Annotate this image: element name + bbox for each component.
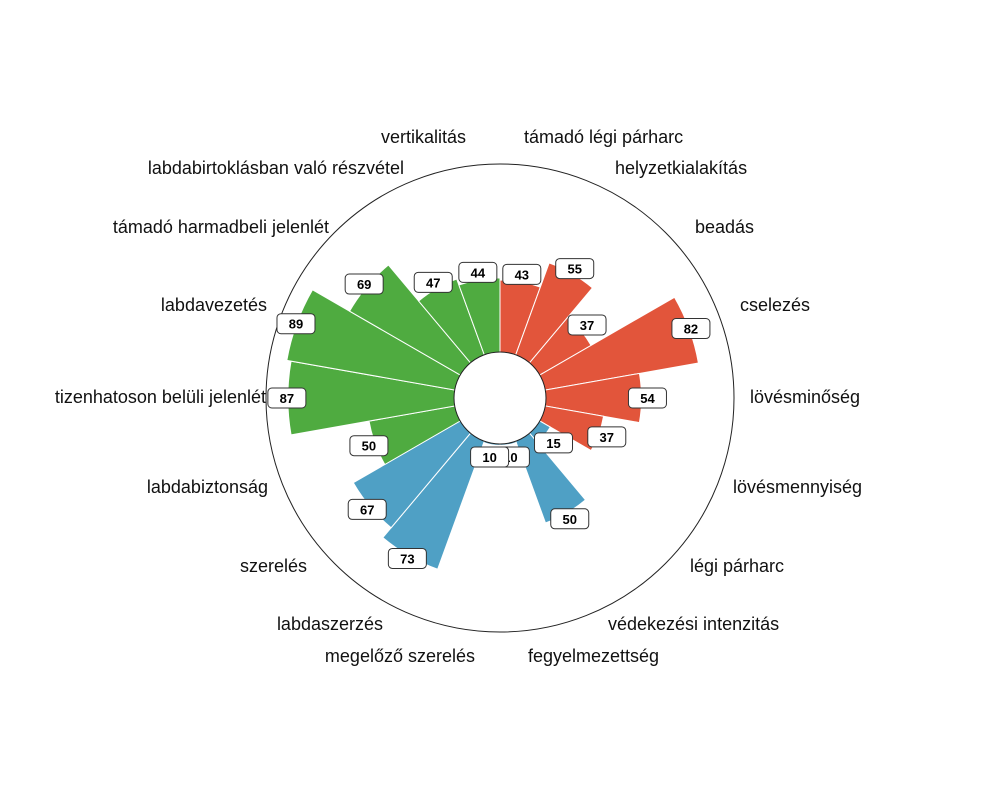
value-label-box	[458, 261, 498, 283]
value-label: 55	[555, 258, 595, 280]
value-label-box	[550, 508, 590, 530]
value-label-text: 37	[600, 430, 614, 445]
value-label: 69	[344, 273, 384, 295]
value-label: 82	[671, 318, 711, 340]
value-label: 50	[550, 508, 590, 530]
category-label: cselezés	[740, 295, 810, 315]
value-label: 10	[470, 446, 510, 468]
value-label-text: 10	[482, 450, 496, 465]
value-label-box	[470, 446, 510, 468]
category-label: labdabiztonság	[147, 477, 268, 497]
category-label: védekezési intenzitás	[608, 614, 779, 634]
value-label-text: 15	[546, 436, 560, 451]
value-label-text: 89	[289, 317, 303, 332]
value-label-box	[671, 318, 711, 340]
category-label: vertikalitás	[381, 127, 466, 147]
value-label-box	[347, 498, 387, 520]
category-label: megelőző szerelés	[325, 646, 475, 666]
category-label: szerelés	[240, 556, 307, 576]
value-label-text: 55	[567, 262, 581, 277]
value-label-box	[555, 258, 595, 280]
value-label-box	[502, 263, 542, 285]
value-label: 87	[267, 387, 307, 409]
value-label-box	[413, 271, 453, 293]
category-label: helyzetkialakítás	[615, 158, 747, 178]
value-label-text: 43	[515, 267, 529, 282]
value-label-text: 44	[471, 265, 486, 280]
value-label-box	[267, 387, 307, 409]
value-label-text: 47	[426, 275, 440, 290]
category-label: labdabirtoklásban való részvétel	[148, 158, 404, 178]
value-label: 37	[567, 314, 607, 336]
value-label: 43	[502, 263, 542, 285]
category-label: légi párharc	[690, 556, 784, 576]
outer-ring	[265, 163, 735, 633]
value-label: 44	[458, 261, 498, 283]
value-label-text: 37	[580, 318, 594, 333]
value-label-box	[276, 313, 316, 335]
value-label: 47	[413, 271, 453, 293]
value-label: 73	[387, 547, 427, 569]
value-label-text: 73	[400, 551, 414, 566]
value-label-text: 82	[684, 322, 698, 337]
value-label-text: 69	[357, 277, 371, 292]
value-label-box	[349, 435, 389, 457]
value-label-text: 54	[640, 391, 655, 406]
value-label-box	[587, 426, 627, 448]
value-label-text: 50	[563, 512, 577, 527]
value-label-box	[534, 432, 574, 454]
value-label: 89	[276, 313, 316, 335]
value-label: 67	[347, 498, 387, 520]
category-label: támadó légi párharc	[524, 127, 683, 147]
value-label: 37	[587, 426, 627, 448]
value-label-text: 50	[362, 439, 376, 454]
value-label: 15	[534, 432, 574, 454]
category-label: beadás	[695, 217, 754, 237]
value-label-text: 67	[360, 502, 374, 517]
category-label: tizenhatoson belüli jelenlét	[55, 387, 266, 407]
value-label-box	[627, 387, 667, 409]
value-label-text: 87	[280, 391, 294, 406]
value-label-box	[387, 547, 427, 569]
category-label: labdaszerzés	[277, 614, 383, 634]
category-label: támadó harmadbeli jelenlét	[113, 217, 329, 237]
category-label: labdavezetés	[161, 295, 267, 315]
category-label: lövésminőség	[750, 387, 860, 407]
category-label: fegyelmezettség	[528, 646, 659, 666]
value-label: 54	[627, 387, 667, 409]
value-label-box	[344, 273, 384, 295]
category-label: lövésmennyiség	[733, 477, 862, 497]
center-hole	[453, 351, 547, 445]
value-label: 50	[349, 435, 389, 457]
value-label-box	[567, 314, 607, 336]
